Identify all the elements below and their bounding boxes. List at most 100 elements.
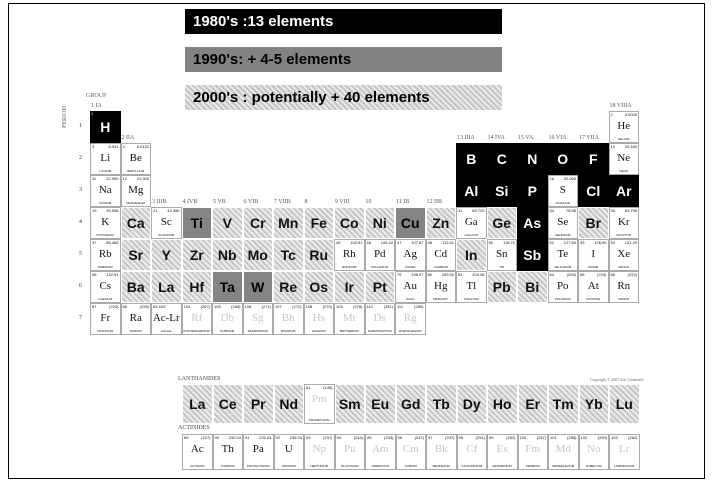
atomic-number: 79 bbox=[397, 272, 402, 277]
element-symbol: Ba bbox=[126, 279, 145, 295]
group-label: 10 bbox=[365, 199, 372, 205]
atomic-mass: (223) bbox=[109, 304, 119, 309]
period-label: 4 bbox=[79, 219, 82, 225]
atomic-number: 48 bbox=[427, 240, 432, 245]
element-symbol: Fr bbox=[100, 312, 111, 324]
element-symbol: Ac bbox=[190, 443, 204, 455]
element-symbol: Sg bbox=[251, 312, 264, 324]
atomic-mass: (247) bbox=[445, 435, 455, 440]
atomic-mass: 126.90 bbox=[594, 240, 607, 245]
element-cell-v: V bbox=[212, 207, 243, 239]
element-name: NEPTUNIUM bbox=[310, 464, 329, 468]
atomic-mass: 107.87 bbox=[411, 240, 424, 245]
element-name: MAGNESIUM bbox=[126, 201, 145, 205]
atomic-number: 87 bbox=[92, 304, 97, 309]
atomic-number: 84 bbox=[549, 272, 554, 277]
element-symbol: Pm bbox=[311, 393, 327, 405]
atomic-number: 100 bbox=[519, 435, 527, 440]
element-cell-as: As bbox=[517, 207, 548, 239]
legend-1980s: 1980's :13 elements bbox=[185, 9, 502, 34]
atomic-number: 80 bbox=[427, 272, 432, 277]
atomic-number: 31 bbox=[458, 208, 463, 213]
element-name: TIN bbox=[499, 265, 505, 269]
atomic-number: 52 bbox=[549, 240, 554, 245]
element-symbol: Pb bbox=[492, 279, 511, 295]
element-symbol: Gd bbox=[401, 396, 421, 412]
atomic-number: 89-103 bbox=[153, 304, 166, 309]
atomic-mass: (268) bbox=[231, 304, 241, 309]
element-name: GOLD bbox=[405, 297, 415, 301]
element-symbol: At bbox=[587, 280, 599, 292]
atomic-mass: 106.42 bbox=[380, 240, 393, 245]
atomic-mass: (247) bbox=[414, 435, 424, 440]
element-name: BERKELIUM bbox=[432, 464, 450, 468]
element-cell-sb: Sb bbox=[517, 239, 548, 271]
atomic-mass: 32.065 bbox=[563, 176, 576, 181]
element-symbol: Cd bbox=[434, 248, 448, 260]
atomic-number: 47 bbox=[397, 240, 402, 245]
element-name: MERCURY bbox=[433, 297, 449, 301]
atomic-mass: (270) bbox=[322, 304, 332, 309]
element-symbol: Kr bbox=[617, 216, 630, 228]
element-name: LITHIUM bbox=[99, 169, 112, 173]
atomic-number: 94 bbox=[336, 435, 341, 440]
element-symbol: Te bbox=[557, 248, 569, 260]
element-symbol: Al bbox=[464, 183, 479, 199]
element-symbol: Sm bbox=[338, 396, 361, 412]
period-label: 3 bbox=[79, 187, 82, 193]
element-name: KRYPTON bbox=[616, 233, 631, 237]
element-symbol: P bbox=[527, 183, 537, 199]
element-name: NEON bbox=[619, 169, 629, 173]
element-cell-sr: Sr bbox=[120, 239, 151, 271]
atomic-mass: 118.71 bbox=[503, 240, 515, 245]
element-name: NOBELIUM bbox=[585, 464, 602, 468]
element-cell-ba: Ba bbox=[120, 271, 151, 303]
atomic-number: 92 bbox=[275, 435, 280, 440]
element-cell-ho: Ho bbox=[487, 384, 518, 424]
element-symbol: Xe bbox=[617, 248, 631, 260]
element-name: SCANDIUM bbox=[158, 233, 175, 237]
element-name: XENON bbox=[618, 265, 630, 269]
group-label: 11 IB bbox=[396, 199, 410, 205]
element-cell-pb: Pb bbox=[486, 271, 517, 303]
atomic-number: 103 bbox=[611, 435, 618, 440]
element-symbol: N bbox=[527, 151, 538, 167]
element-name: FRANCIUM bbox=[97, 329, 114, 333]
element-symbol: Na bbox=[98, 184, 112, 196]
element-cell-o: O bbox=[547, 143, 578, 175]
atomic-number: 3 bbox=[92, 144, 95, 149]
element-name: PALLADIUM bbox=[371, 265, 389, 269]
atomic-mass: (262) bbox=[628, 435, 638, 440]
atomic-number: 81 bbox=[458, 272, 463, 277]
atomic-mass: 85.468 bbox=[106, 240, 119, 245]
element-symbol: Zn bbox=[432, 215, 450, 231]
atomic-number: 1 bbox=[91, 111, 94, 116]
element-cell-fe: Fe bbox=[303, 207, 334, 239]
atomic-mass: (237) bbox=[323, 435, 333, 440]
element-name: CALIFORNIUM bbox=[461, 464, 483, 468]
element-symbol: Cr bbox=[249, 215, 266, 231]
atomic-number: 98 bbox=[458, 435, 463, 440]
element-symbol: Ga bbox=[464, 216, 478, 228]
atomic-number: 99 bbox=[489, 435, 494, 440]
element-symbol: Lr bbox=[619, 443, 630, 455]
element-symbol: Pa bbox=[252, 443, 264, 455]
element-cell-br: Br bbox=[578, 207, 609, 239]
atomic-number: 111 bbox=[397, 304, 404, 309]
element-symbol: Ar bbox=[615, 183, 632, 199]
